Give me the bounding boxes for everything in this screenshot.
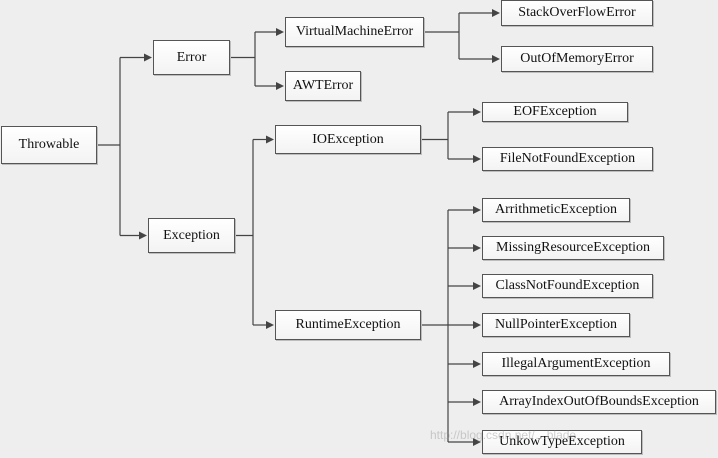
arrowhead [473,206,481,214]
node-throwable: Throwable [1,126,97,164]
node-illegal-argument-exception: IllegalArgumentException [482,352,670,376]
node-awt-error: AWTError [285,71,361,101]
arrowhead [473,360,481,368]
arrowhead [266,135,274,144]
arrowhead [473,398,481,406]
node-exception: Exception [148,218,235,253]
node-arithmetic-exception: ArrithmeticException [482,198,630,222]
arrowhead [144,53,152,62]
watermark: http://blog.csdn.net/…blade [430,428,577,442]
node-eof-exception: EOFException [482,102,628,122]
node-missing-resource-exception: MissingResourceException [482,236,664,260]
arrowhead [473,108,481,116]
node-runtime-exception: RuntimeException [275,310,421,340]
arrowhead [473,155,481,163]
arrowhead [492,9,500,17]
node-class-not-found-exception: ClassNotFoundException [482,274,653,298]
node-out-of-memory-error: OutOfMemoryError [501,46,653,72]
arrowhead [266,321,274,329]
arrowhead [492,55,500,63]
arrowhead [276,82,284,90]
node-virtual-machine-error: VirtualMachineError [285,17,424,47]
node-stack-overflow-error: StackOverFlowError [501,0,653,26]
arrowhead [473,282,481,290]
arrowhead [276,28,284,36]
node-null-pointer-exception: NullPointerException [482,313,630,337]
arrowhead [473,438,481,446]
arrowhead [473,321,481,329]
arrowhead [473,244,481,252]
node-unknown-type-exception: UnkowTypeException [482,430,642,454]
node-error: Error [153,40,230,75]
node-io-exception: IOException [275,125,421,154]
node-array-index-out-of-bounds-exception: ArrayIndexOutOfBoundsException [482,390,716,414]
arrowhead [139,231,147,240]
node-file-not-found-exception: FileNotFoundException [482,147,653,171]
